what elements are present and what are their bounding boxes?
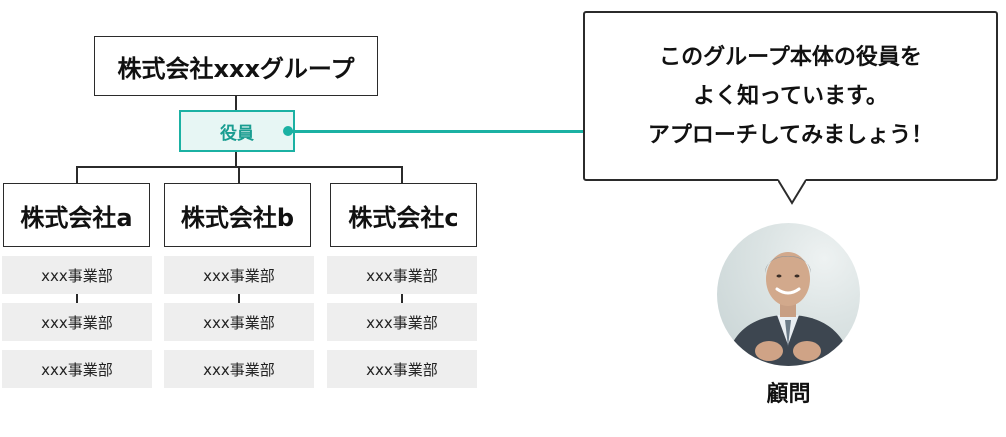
company-name: 株式会社c	[348, 203, 459, 232]
connector-role-to-bus	[235, 152, 237, 167]
speech-line: アプローチしてみましょう！	[647, 122, 934, 148]
division-label: xxx事業部	[203, 360, 275, 379]
role-connector-dot	[283, 126, 293, 136]
company-box-c: 株式会社c	[330, 183, 477, 247]
division-label: xxx事業部	[366, 360, 438, 379]
role-to-bubble-connector	[290, 130, 585, 133]
speech-bubble-tail	[778, 179, 806, 205]
division-label: xxx事業部	[41, 313, 113, 332]
connector-division-a	[76, 294, 78, 304]
division-cell: xxx事業部	[327, 350, 477, 388]
role-label: 役員	[220, 123, 254, 144]
speech-line: よく知っています。	[693, 83, 888, 109]
connector-division-b	[238, 294, 240, 304]
division-label: xxx事業部	[203, 266, 275, 285]
division-cell: xxx事業部	[2, 256, 152, 294]
division-cell: xxx事業部	[327, 256, 477, 294]
connector-group-to-role	[235, 96, 237, 110]
division-label: xxx事業部	[203, 313, 275, 332]
group-company-box: 株式会社xxxグループ	[94, 36, 378, 96]
division-label: xxx事業部	[41, 360, 113, 379]
role-box: 役員	[179, 110, 295, 152]
person-icon	[725, 252, 852, 366]
company-name: 株式会社a	[20, 203, 133, 232]
connector-bus-to-company-b	[238, 166, 240, 183]
company-box-b: 株式会社b	[164, 183, 311, 247]
division-cell: xxx事業部	[2, 350, 152, 388]
division-label: xxx事業部	[41, 266, 113, 285]
division-label: xxx事業部	[366, 313, 438, 332]
speech-line: このグループ本体の役員を	[659, 44, 922, 70]
advisor-label: 顧問	[766, 382, 811, 407]
advisor-avatar	[717, 223, 860, 366]
speech-bubble: このグループ本体の役員を よく知っています。 アプローチしてみましょう！	[583, 11, 998, 181]
division-cell: xxx事業部	[164, 350, 314, 388]
company-name: 株式会社b	[180, 203, 295, 232]
division-cell: xxx事業部	[327, 303, 477, 341]
division-cell: xxx事業部	[164, 303, 314, 341]
connector-bus-to-company-a	[76, 166, 78, 183]
company-box-a: 株式会社a	[3, 183, 150, 247]
division-cell: xxx事業部	[164, 256, 314, 294]
connector-division-c	[401, 294, 403, 304]
division-cell: xxx事業部	[2, 303, 152, 341]
group-company-name: 株式会社xxxグループ	[117, 54, 355, 83]
division-label: xxx事業部	[366, 266, 438, 285]
connector-bus-to-company-c	[401, 166, 403, 183]
